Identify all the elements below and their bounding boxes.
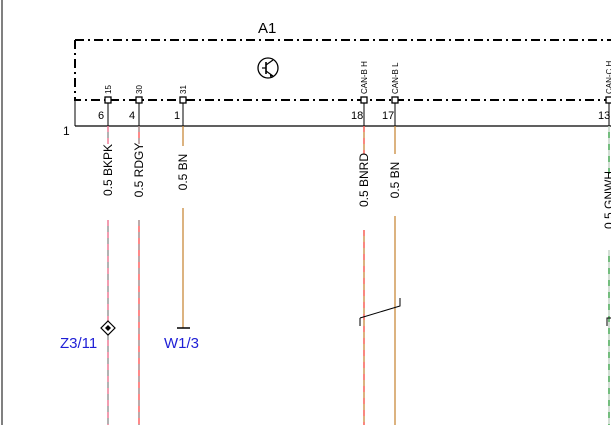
wire-w18[interactable]: 0.5 BNRD [357,126,371,425]
wire-w17[interactable]: 0.5 BN [388,126,402,425]
pin-name: 31 [179,85,188,94]
pin-name: CAN-C H [605,60,611,94]
pins-layer: 15 6 30 4 31 1 CAN-B H 18 CAN-B L 17 CAN-C H 13 [98,60,611,126]
pin-terminal [391,96,399,104]
wire-label: 0.5 RDGY [132,143,146,198]
wire-w13[interactable]: 0.5 GNWH [602,126,611,425]
pin-number: 13 [598,110,610,122]
wire-label: 0.5 BNRD [357,153,371,207]
pin-terminal [104,96,112,104]
pin-6[interactable]: 15 6 [98,85,113,126]
pin-number: 18 [351,110,363,122]
pin-terminal [179,96,187,104]
pin-terminal [360,96,368,104]
pin-17[interactable]: CAN-B L 17 [382,62,400,126]
wire-w1[interactable]: 0.5 BN [176,126,190,328]
edge-marker-right [606,317,611,326]
pin-4[interactable]: 30 4 [129,85,144,126]
pin-terminal [135,96,143,104]
wire-w6[interactable]: 0.5 BKPK [101,126,115,425]
pin-number: 6 [98,110,104,122]
pin-name: CAN-B L [391,62,400,94]
reference-w1-3[interactable]: W1/3 [164,335,199,352]
wire-label: 0.5 BN [176,154,190,191]
row-label: 1 [63,124,70,138]
transistor-icon [257,57,279,79]
pin-name: 15 [104,85,113,94]
pin-18[interactable]: CAN-B H 18 [351,61,369,126]
pin-terminal [605,96,611,104]
component-name: A1 [258,20,276,37]
wire-label: 0.5 GNWH [602,171,611,229]
pin-1[interactable]: 31 1 [174,85,188,126]
wires-layer: 0.5 BKPK 0.5 RDGY 0.5 BN 0.5 BNRD 0.5 BN 0.5 … [101,126,611,425]
pin-name: CAN-B H [360,61,369,94]
pin-number: 4 [129,110,135,122]
wire-label: 0.5 BN [388,162,402,199]
twisted-pair-marker [359,298,401,326]
pin-13[interactable]: CAN-C H 13 [598,60,611,126]
wire-label: 0.5 BKPK [101,144,115,196]
wire-w4[interactable]: 0.5 RDGY [132,126,146,425]
reference-z3-11[interactable]: Z3/11 [60,335,97,352]
component-box [74,39,611,101]
splice-diamond-icon [100,320,116,336]
pin-number: 17 [382,110,394,122]
pin-name: 30 [135,85,144,94]
pin-number: 1 [174,110,180,122]
